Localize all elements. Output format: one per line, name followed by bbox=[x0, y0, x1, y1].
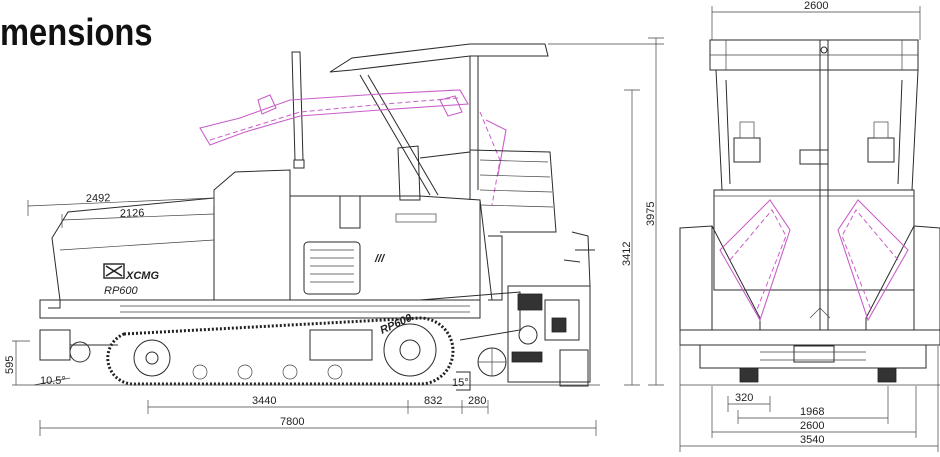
dim-hopper-length: 2126 bbox=[120, 207, 145, 220]
dim-total-height: 3975 bbox=[645, 202, 657, 226]
dim-track-length: 3440 bbox=[252, 395, 276, 407]
dim-screed-width: 1968 bbox=[800, 406, 824, 418]
screed bbox=[507, 231, 595, 387]
track-model-label: RP600 bbox=[378, 312, 414, 337]
dim-base-width: 2600 bbox=[800, 420, 824, 432]
dim-top-width: 2600 bbox=[804, 0, 828, 12]
side-view: /// XCMG RP600 bbox=[4, 37, 664, 436]
side-dimension-lines: 2492 2126 595 10.5° 15° 3440 832 280 780… bbox=[4, 37, 664, 436]
dim-rear-angle: 15° bbox=[452, 377, 469, 389]
crawler-track: RP600 bbox=[106, 312, 455, 386]
folded-roof-ghost bbox=[199, 89, 469, 146]
dim-screed-depth: 280 bbox=[468, 395, 486, 407]
dim-total-length: 7800 bbox=[280, 416, 304, 428]
dim-screed-offset: 832 bbox=[424, 395, 442, 407]
front-view: 2600 bbox=[679, 0, 940, 452]
xcmg-logo: XCMG RP600 bbox=[103, 263, 159, 297]
dim-roof-height: 3412 bbox=[621, 242, 633, 266]
hopper bbox=[51, 197, 215, 301]
dim-approach-angle: 10.5° bbox=[40, 375, 66, 387]
engine-louvers bbox=[303, 241, 361, 295]
dim-track-gauge: 320 bbox=[735, 392, 753, 404]
page-title: mensions bbox=[0, 12, 153, 54]
dim-hopper-length-open: 2492 bbox=[86, 192, 111, 205]
svg-text:XCMG: XCMG bbox=[125, 270, 159, 282]
dim-max-width: 3540 bbox=[800, 434, 824, 446]
svg-text:RP600: RP600 bbox=[104, 285, 139, 297]
side-mark: /// bbox=[374, 253, 386, 265]
dim-ground-height: 595 bbox=[4, 356, 16, 374]
